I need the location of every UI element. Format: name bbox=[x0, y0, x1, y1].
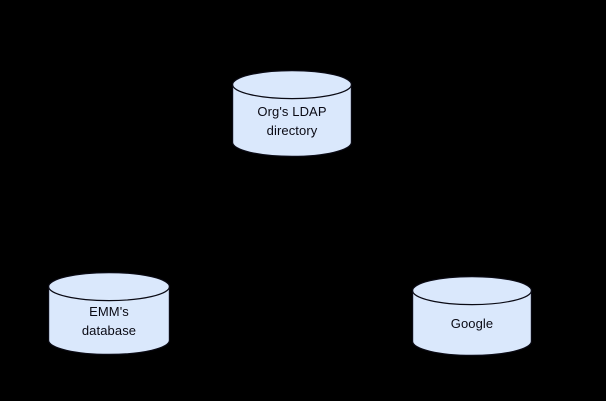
cylinder-top-rim bbox=[232, 84, 352, 100]
cylinder-top-rim bbox=[48, 286, 170, 302]
cylinder-body bbox=[48, 272, 170, 355]
cylinder-node-google[interactable]: Google bbox=[412, 276, 532, 356]
cylinder-top-rim bbox=[412, 290, 532, 306]
cylinder-body bbox=[232, 70, 352, 157]
cylinder-body bbox=[412, 276, 532, 356]
